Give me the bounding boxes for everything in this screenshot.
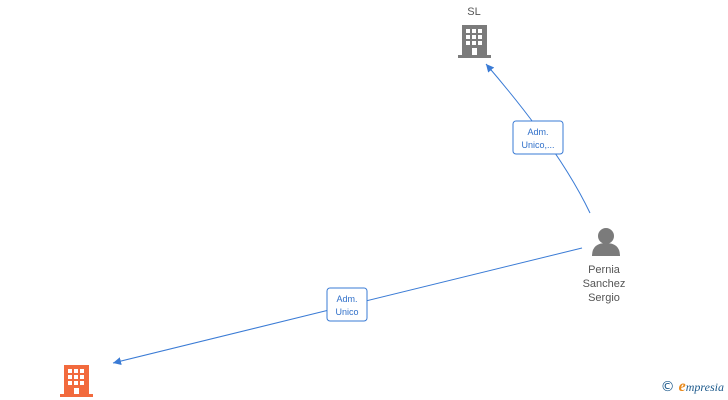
brand-wordmark: empresia: [679, 378, 724, 396]
edge-label-line: Unico: [335, 307, 358, 317]
person-name-line: Sergio: [588, 292, 620, 304]
brand-name: mpresia: [685, 380, 724, 394]
building-icon: [458, 25, 491, 58]
edge-label-adm-unico-top[interactable]: Adm. Unico,...: [512, 120, 564, 155]
building-icon: [60, 365, 93, 397]
node-company-sl[interactable]: SL: [458, 6, 491, 58]
edge-label-line: Adm.: [336, 294, 357, 304]
empresia-logo[interactable]: © empresia: [661, 378, 724, 396]
edge-label-line: Unico,...: [521, 140, 554, 150]
copyright-symbol: ©: [660, 379, 675, 395]
edge-label-adm-unico-bottom[interactable]: Adm. Unico: [326, 287, 368, 322]
brand-initial: e: [678, 378, 686, 395]
node-label-sl: SL: [467, 6, 480, 18]
person-name-line: Pernia: [588, 264, 621, 276]
node-person-pernia-sanchez-sergio[interactable]: Pernia Sanchez Sergio: [583, 228, 626, 304]
edge-label-line: Adm.: [527, 127, 548, 137]
person-name-line: Sanchez: [583, 278, 626, 290]
node-company-main[interactable]: [60, 365, 93, 397]
person-icon: [592, 228, 620, 256]
